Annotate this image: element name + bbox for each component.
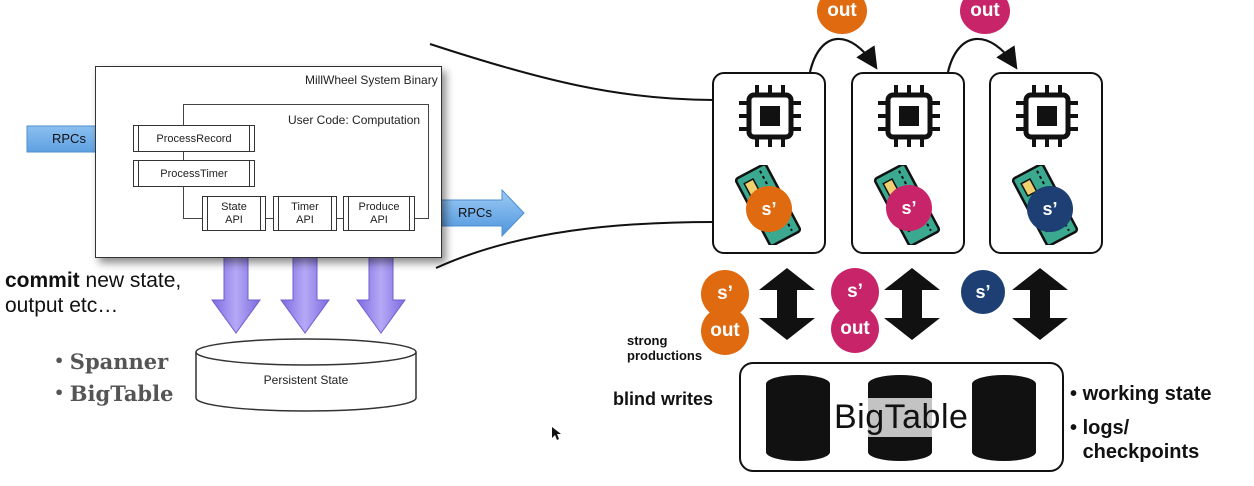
api-label-line2: API (296, 213, 314, 226)
cpu-chip-icon (878, 85, 940, 147)
cpu-chip-icon (1016, 85, 1078, 147)
persistent-state-cylinder (195, 338, 417, 412)
double-arrow-icon (1012, 268, 1068, 340)
commit-rest: new state, (79, 269, 182, 292)
write-state-circle: s’ (831, 268, 879, 316)
process-record-label: ProcessRecord (156, 132, 232, 145)
user-code-title: User Code: Computation (288, 113, 421, 127)
process-timer-label: ProcessTimer (160, 167, 228, 180)
mouse-cursor-icon (552, 427, 561, 440)
commit-bold: commit (5, 269, 80, 292)
bigtable-bullet: • logs/checkpoints (1070, 417, 1200, 463)
cpu-chip-icon (739, 85, 801, 147)
storage-bullet: • Spanner (54, 349, 169, 374)
rpc-in-label: RPCs (52, 131, 86, 146)
rpc-out-arrow (432, 188, 525, 238)
double-arrow-icon (884, 268, 940, 340)
double-arrow-icon (759, 268, 815, 340)
rpc-out-label: RPCs (458, 205, 492, 220)
database-cylinder-icon (972, 375, 1036, 461)
timer-api-box: Timer API (273, 196, 337, 231)
persistent-state-label: Persistent State (263, 373, 349, 387)
bigtable-bullet-label: working state (1082, 383, 1212, 405)
state-api-box: State API (202, 196, 266, 231)
bigtable-bullet: • working state (1070, 383, 1212, 405)
process-record-box: ProcessRecord (133, 125, 255, 152)
api-label-line1: State (221, 200, 247, 213)
storage-bullet: • BigTable (54, 381, 174, 406)
out-circle: out (817, 0, 867, 34)
blind-writes-label: blind writes (613, 389, 714, 409)
machine-state-circle: s’ (1027, 186, 1073, 232)
write-out-circle: out (701, 307, 749, 355)
commit-line2: output etc… (5, 294, 119, 317)
api-label-line2: API (225, 213, 243, 226)
connector-curve-bottom (435, 221, 715, 269)
write-state-circle: s’ (961, 270, 1005, 314)
storage-bullet-label: Spanner (69, 349, 169, 374)
machine-state-circle: s’ (886, 185, 932, 231)
api-label-line1: Timer (291, 200, 319, 213)
connector-curve-top (429, 43, 715, 101)
bigtable-label: BigTable (832, 398, 971, 437)
api-label-line1: Produce (358, 200, 400, 213)
machine-state-circle: s’ (746, 186, 792, 232)
bigtable-bullets: • working state • logs/checkpoints (1070, 382, 1211, 464)
commit-caption: commit new state, output etc… (5, 268, 181, 318)
system-binary-title: MillWheel System Binary (305, 73, 438, 87)
process-timer-box: ProcessTimer (133, 160, 255, 187)
out-flow-arrow (808, 37, 878, 73)
produce-api-box: Produce API (343, 196, 415, 231)
api-label-line2: API (370, 213, 388, 226)
out-flow-arrow (946, 37, 1018, 73)
storage-bullet-label: BigTable (69, 381, 174, 406)
database-cylinder-icon (766, 375, 830, 461)
write-out-circle: out (831, 305, 879, 353)
